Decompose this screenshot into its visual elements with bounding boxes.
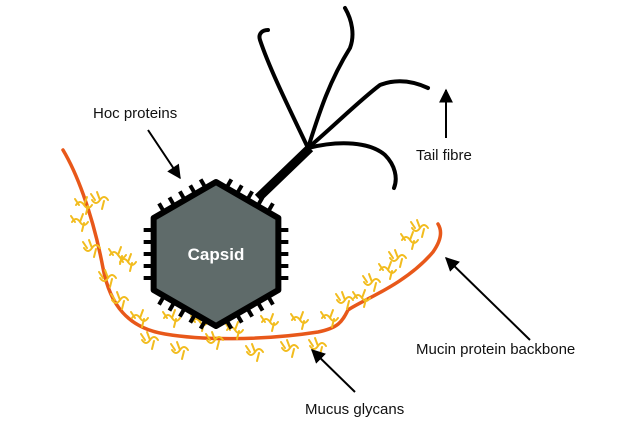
mucus-glycan (388, 249, 407, 268)
tail-fibre (306, 79, 430, 150)
mucus-glycan (352, 289, 371, 308)
mucin-backbone-label: Mucin protein backbone (416, 341, 575, 358)
mucus-glycan (170, 341, 189, 360)
hoc-proteins-arrow (147, 129, 181, 180)
mucus-glycans-label: Mucus glycans (305, 401, 404, 418)
tail-fibres (257, 6, 430, 190)
tail-fibre-label: Tail fibre (416, 147, 472, 164)
mucus-glycan (140, 331, 159, 350)
mucus-glycan (225, 321, 244, 340)
hoc-proteins-label: Hoc proteins (93, 105, 177, 122)
mucin-backbone (61, 148, 443, 341)
mucus-glycan (108, 246, 127, 265)
mucus-glycans-group (70, 191, 429, 362)
mucus-glycan (410, 219, 429, 238)
mucus-glycan (130, 309, 149, 328)
mucus-glycan (205, 331, 224, 350)
mucus-glycan (362, 273, 381, 292)
mucus-glycan (378, 261, 397, 280)
tail-fibre (306, 141, 398, 190)
mucus-glycan (118, 253, 137, 272)
mucus-glycan (74, 196, 93, 215)
mucus-glycan (162, 309, 181, 328)
tail-sheath (254, 144, 314, 202)
tail-fibre (306, 6, 355, 150)
tail-fibre (257, 28, 310, 150)
mucus-glycan (335, 291, 354, 310)
mucus-glycan (90, 191, 109, 210)
mucus-glycan (260, 313, 279, 332)
mucin-backbone-arrow (444, 257, 531, 341)
mucus-glycan (308, 337, 327, 356)
mucus-glycan (290, 311, 309, 330)
mucus-glycan (320, 309, 339, 328)
capsid (150, 179, 282, 329)
mucus-glycan (98, 269, 117, 288)
mucus-glycan (82, 239, 101, 258)
mucus-glycans-arrow (310, 349, 356, 393)
capsid-label: Capsid (188, 245, 245, 264)
mucus-glycan (400, 231, 419, 250)
mucus-glycan (245, 343, 264, 362)
mucus-glycan (110, 291, 129, 310)
mucus-glycan (70, 213, 89, 232)
mucus-glycan (280, 339, 299, 358)
